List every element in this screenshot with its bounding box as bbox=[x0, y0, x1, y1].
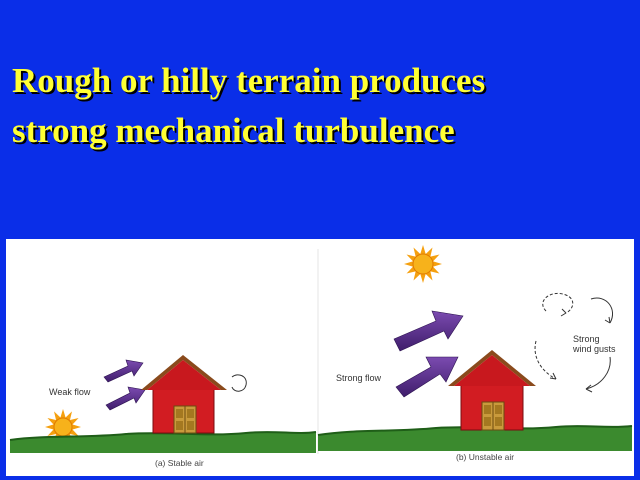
unstable-air-caption: (b) Unstable air bbox=[456, 452, 515, 462]
sun-icon bbox=[404, 245, 442, 283]
right-panel bbox=[317, 245, 633, 451]
ground-right bbox=[318, 426, 632, 451]
strong-wind-gusts-label-line2: wind gusts bbox=[573, 344, 616, 354]
title-line-2: strong mechanical turbulence bbox=[12, 111, 455, 150]
illustration-drawing bbox=[9, 245, 633, 454]
ground-left bbox=[10, 432, 316, 453]
house-right bbox=[448, 350, 536, 431]
strong-flow-label: Strong flow bbox=[336, 373, 382, 383]
strong-wind-gusts-label-line1: Strong bbox=[573, 334, 600, 344]
weak-flow-arrow-lower bbox=[105, 386, 146, 411]
strong-flow-arrow-lower bbox=[395, 356, 459, 398]
wind-gust-eddies-icon bbox=[534, 293, 614, 393]
small-eddy-icon bbox=[231, 374, 247, 392]
slide-title: Rough or hilly terrain produces strong m… bbox=[12, 56, 632, 156]
stable-air-caption: (a) Stable air bbox=[155, 458, 204, 468]
turbulence-illustration: Weak flow (a) Stable air Strong flow Str… bbox=[6, 239, 634, 476]
title-line-1: Rough or hilly terrain produces bbox=[12, 61, 486, 100]
weak-flow-arrow-upper bbox=[103, 359, 144, 383]
strong-flow-arrow-upper bbox=[393, 310, 464, 352]
weak-flow-label: Weak flow bbox=[49, 387, 91, 397]
house-left bbox=[141, 355, 227, 434]
left-panel bbox=[9, 355, 317, 453]
